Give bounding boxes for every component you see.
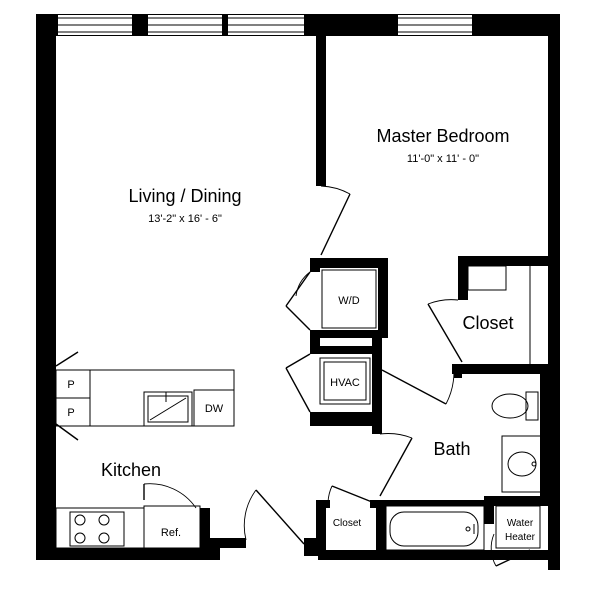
room-name-hall-closet: Closet [333, 518, 362, 529]
window-2 [148, 15, 222, 35]
wall-wh-top [484, 496, 560, 506]
wall-wd-stub-top [310, 258, 320, 272]
label-hvac: HVAC [330, 377, 360, 389]
hvac-unit [319, 357, 371, 405]
door-bedroom[interactable] [320, 185, 351, 256]
wall-bedroom-south [452, 364, 560, 374]
room-name-kitchen: Kitchen [101, 460, 161, 480]
wall-hvac-top [310, 346, 380, 354]
doors [55, 185, 531, 567]
toilet-icon [491, 393, 529, 419]
wall-wd-top [310, 258, 388, 268]
water-heater-box [495, 505, 541, 549]
door-bath[interactable] [379, 433, 413, 497]
wall-entry-left [200, 538, 246, 548]
kitchen-fixtures [55, 369, 235, 549]
bath-fixtures [385, 265, 543, 551]
burner-icon [98, 532, 110, 544]
wall-closet-top [458, 256, 550, 266]
labels: Living / Dining 13'-2" x 16' - 6" Master… [67, 126, 535, 543]
door-hvac[interactable] [285, 353, 311, 413]
interior-walls [310, 34, 560, 556]
windows [58, 15, 472, 35]
room-dimensions-master-bedroom: 11'-0" x 11' - 0" [407, 153, 479, 165]
label-pantry-1: P [67, 379, 74, 391]
door-entry[interactable] [243, 489, 305, 545]
door-bath-bedroom-side[interactable] [381, 369, 455, 405]
wall-south-right [318, 550, 548, 560]
label-dishwasher: DW [205, 403, 224, 415]
door-water-heater[interactable] [490, 533, 531, 567]
wall-wd-bottom [310, 330, 388, 338]
window-4 [398, 15, 472, 35]
wall-bath-west [376, 500, 386, 556]
wall-hallcloset-topright [370, 500, 386, 508]
wall-entry-right [304, 538, 318, 556]
wall-south-left [36, 548, 220, 560]
wall-closet-west [458, 256, 468, 300]
washer-dryer [321, 269, 377, 329]
room-name-bath: Bath [433, 439, 470, 459]
bathtub [385, 505, 485, 551]
wall-bath-east [540, 374, 560, 502]
wall-hallcloset-west [316, 502, 326, 550]
door-hall-closet[interactable] [327, 485, 373, 503]
label-water-heater-line1: Water [507, 518, 534, 529]
wall-hallcloset-top [316, 500, 330, 508]
wall-wh-west [484, 496, 494, 524]
wall-bedroom-south-stub [454, 364, 462, 378]
label-refrigerator: Ref. [161, 527, 181, 539]
door-wd[interactable] [285, 271, 311, 331]
label-water-heater-line2: Heater [505, 532, 536, 543]
room-name-master-bedroom: Master Bedroom [376, 126, 509, 146]
room-dimensions-living-dining: 13'-2" x 16' - 6" [148, 213, 222, 225]
room-name-living-dining: Living / Dining [128, 186, 241, 206]
door-pantry[interactable] [55, 351, 79, 441]
exterior-walls [36, 14, 560, 570]
wall-bedroom-west [316, 34, 326, 186]
closet-shelf [467, 265, 507, 291]
refrigerator [143, 505, 201, 549]
wall-hvac-right [372, 338, 382, 434]
wall-west [36, 14, 56, 560]
burner-icon [74, 532, 86, 544]
door-kitchen[interactable] [143, 483, 197, 509]
burner-icon [74, 514, 86, 526]
wall-south-stub [200, 508, 210, 560]
vanity [501, 435, 543, 493]
burner-icon [98, 514, 110, 526]
label-pantry-2: P [67, 407, 74, 419]
wall-hvac-bottom [310, 412, 382, 426]
wall-wd-right [378, 258, 388, 338]
range [55, 507, 145, 549]
dishwasher [193, 389, 235, 427]
window-1 [58, 15, 132, 35]
pantry-2 [55, 397, 91, 427]
wall-tub-top [374, 500, 484, 506]
utility-fixtures [319, 269, 377, 405]
label-washer-dryer: W/D [338, 295, 359, 307]
room-name-closet: Closet [462, 313, 513, 333]
door-bedroom-closet[interactable] [427, 299, 463, 363]
window-3 [228, 15, 304, 35]
